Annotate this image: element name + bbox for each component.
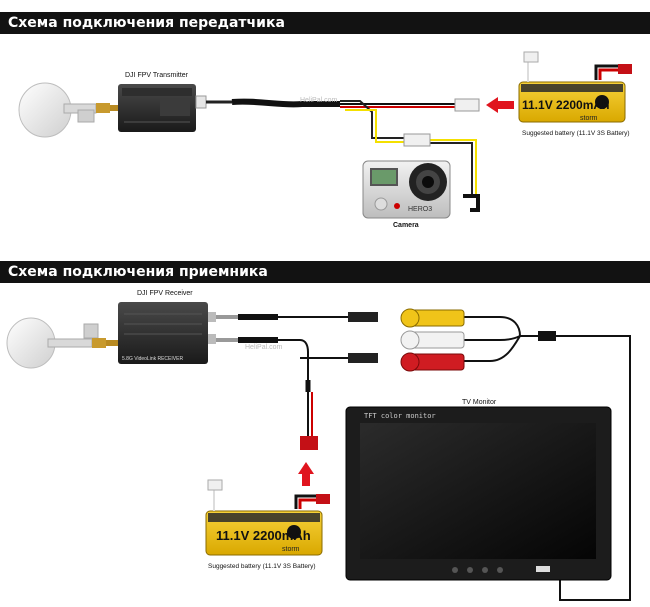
transmitter-section-title: Схема подключения передатчика <box>8 15 285 31</box>
tx-arrow-icon <box>486 97 514 113</box>
tx-camera-label: Camera <box>393 222 419 229</box>
tx-battery-text: 11.1V 2200mAh <box>522 98 609 112</box>
rx-battery-connector <box>300 436 318 450</box>
rx-receiver-box <box>118 302 216 364</box>
tx-camera <box>362 160 480 219</box>
rx-monitor-label: TV Monitor <box>462 399 497 406</box>
receiver-section-title: Схема подключения приемника <box>8 264 268 280</box>
rx-tv-monitor <box>345 406 612 581</box>
tx-camera-connector <box>403 133 431 147</box>
rx-battery-text: 11.1V 2200mAh <box>216 528 311 543</box>
tx-battery-brand: storm <box>580 115 598 122</box>
tx-battery-connector <box>454 98 480 112</box>
tx-antenna <box>18 82 120 138</box>
rx-cables <box>216 314 631 601</box>
rx-receiver-plate: 5.8G VideoLink RECEIVER <box>122 356 183 362</box>
tx-camera-model: HERO3 <box>408 206 432 213</box>
tx-battery <box>518 51 632 123</box>
rx-battery-label: Suggested battery (11.1V 3S Battery) <box>208 563 316 570</box>
rx-arrow-icon <box>298 462 314 486</box>
tx-transmitter-label: DJI FPV Transmitter <box>125 72 189 79</box>
tx-cables <box>206 98 477 196</box>
rx-watermark: HeliPal.com <box>245 344 283 351</box>
tx-watermark: HeliPal.com <box>300 97 338 104</box>
rx-battery <box>205 479 330 556</box>
transmitter-section-header: Схема подключения передатчика <box>0 12 650 34</box>
rx-monitor-bezel-text: TFT color monitor <box>364 412 436 420</box>
tx-transmitter-box <box>118 84 207 132</box>
rx-battery-brand: storm <box>282 546 300 553</box>
receiver-section-header: Схема подключения приемника <box>0 261 650 283</box>
tx-battery-label: Suggested battery (11.1V 3S Battery) <box>522 130 630 137</box>
rx-rca-jacks <box>348 308 556 372</box>
rx-antenna <box>6 317 118 369</box>
rx-receiver-label: DJI FPV Receiver <box>137 290 193 297</box>
